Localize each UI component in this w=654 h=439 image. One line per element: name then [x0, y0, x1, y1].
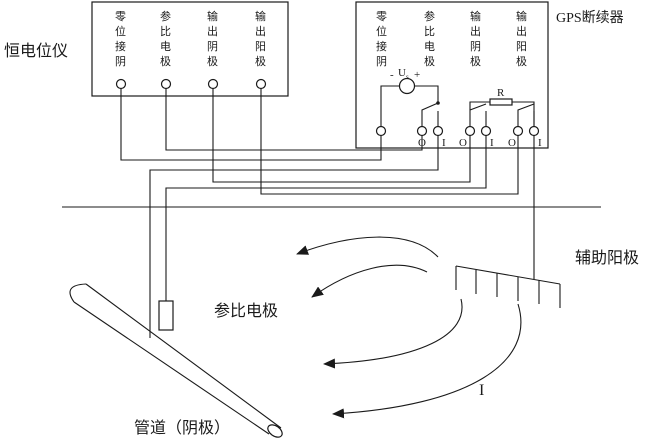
interrupter-col4-char2: 出: [516, 24, 527, 38]
pipe-lower-edge: [73, 301, 270, 435]
auxiliary-anode: 辅助阳极: [455, 248, 639, 308]
terminal-oi-labels: O I O I O I: [418, 137, 542, 149]
terminal-label-5: O: [508, 137, 516, 149]
potentiostat-col1-char1: 零: [115, 10, 126, 23]
terminal-label-4: I: [490, 137, 494, 149]
gps-interrupter: GPS断续器 零 位 接 阴 参 比 电 极 输 出 阴 极 输 出 阳 极 -…: [355, 1, 624, 149]
switch3-blade-icon: [517, 103, 535, 126]
potentiostat-col3-char4: 极: [207, 54, 218, 68]
pipe: 管道（阴极）: [69, 283, 283, 438]
source-left-wire: [380, 85, 400, 126]
resistor-icon: [489, 98, 513, 106]
interrupter-col2-char2: 比: [424, 25, 435, 38]
current-arrow-4: [332, 303, 522, 419]
potentiostat-box: [91, 1, 289, 97]
potentiostat-column-labels: 零 位 接 阴 参 比 电 极 输 出 阴 极 输 出 阳 极: [115, 9, 266, 68]
interrupter-col3-char3: 阴: [470, 40, 481, 53]
wire-reference-o: [165, 89, 423, 151]
switch1-blade-icon: [421, 102, 439, 126]
current-arrow-2: [311, 264, 428, 298]
interrupter-col1-char2: 位: [376, 24, 387, 38]
potentiostat: 恒电位仪 零 位 接 阴 参 比 电 极 输 出 阴 极 输 出 阳 极: [4, 1, 289, 97]
potentiostat-title: 恒电位仪: [4, 41, 68, 60]
interrupter-column-labels: 零 位 接 阴 参 比 电 极 输 出 阴 极 输 出 阳 极: [376, 9, 527, 68]
voltage-symbol: U: [398, 67, 406, 79]
interrupter-col3-char2: 出: [470, 24, 481, 38]
potentiostat-col4-char1: 输: [255, 9, 266, 23]
voltage-minus: -: [390, 69, 394, 81]
interrupter-terminal-zero: [375, 125, 387, 137]
potentiostat-col1-char3: 接: [115, 40, 126, 53]
interrupter-col4-char4: 极: [516, 54, 527, 68]
potentiostat-terminal-cathode: [207, 78, 219, 90]
switch2-blade-icon: [469, 103, 487, 126]
anode-rods: [455, 266, 561, 308]
reference-electrode-body: [158, 300, 174, 331]
interrupter-col3-char1: 输: [470, 9, 481, 23]
terminal-label-3: O: [459, 137, 467, 149]
interrupter-col1-char1: 零: [376, 10, 387, 23]
interrupter-terminal-anode-i: [528, 125, 540, 137]
voltage-subscript: s: [406, 73, 409, 81]
potentiostat-terminal-anode: [255, 78, 267, 90]
interrupter-box: [355, 1, 549, 149]
auxiliary-anode-label: 辅助阳极: [575, 248, 639, 267]
interrupter-col4-char1: 输: [516, 9, 527, 23]
potentiostat-terminal-zero: [115, 78, 127, 90]
interrupter-col2-char3: 电: [424, 40, 435, 53]
interrupter-title: GPS断续器: [556, 9, 624, 26]
potentiostat-col1-char4: 阴: [115, 55, 126, 68]
pipe-right-end: [267, 424, 283, 438]
wire-anode-o: [260, 89, 519, 195]
terminal-label-6: I: [538, 137, 542, 149]
reference-electrode: 参比电极: [158, 300, 278, 331]
source-right-wire: [414, 85, 439, 103]
current-arrows: I: [296, 236, 522, 419]
interrupter-col2-char4: 极: [424, 54, 435, 68]
resistor-label: R: [497, 87, 505, 99]
interrupter-col1-char4: 阴: [376, 55, 387, 68]
interrupter-terminal-ref-o: [416, 125, 428, 137]
interrupter-terminal-cath-i: [480, 125, 492, 137]
current-arrow-1: [296, 236, 439, 258]
current-arrow-3: [323, 298, 463, 369]
interrupter-terminals: [375, 125, 540, 137]
wire-cathode-o: [212, 89, 471, 183]
potentiostat-col3-char3: 阴: [207, 40, 218, 53]
pipe-label: 管道（阴极）: [134, 418, 230, 437]
pipe-left-end: [69, 283, 87, 303]
interrupter-terminal-ref-i: [432, 125, 444, 137]
potentiostat-col4-char2: 出: [255, 24, 266, 38]
interrupter-col3-char4: 极: [470, 54, 481, 68]
wire-to-pipe: [149, 136, 439, 338]
reference-electrode-label: 参比电极: [214, 301, 278, 320]
potentiostat-terminal-reference: [160, 78, 172, 90]
potentiostat-col4-char3: 阳: [255, 40, 266, 53]
interrupter-col4-char3: 阳: [516, 40, 527, 53]
interrupter-col2-char1: 参: [424, 9, 435, 23]
interrupter-terminal-anode-o: [512, 125, 524, 137]
anode-bar: [455, 265, 561, 285]
terminal-label-2: I: [442, 137, 446, 149]
pipe-upper-edge: [85, 283, 282, 429]
potentiostat-col2-char4: 极: [160, 54, 171, 68]
potentiostat-col3-char1: 输: [207, 9, 218, 23]
potentiostat-col4-char4: 极: [255, 54, 266, 68]
wire-to-reference-electrode: [165, 136, 487, 301]
current-label: I: [479, 382, 484, 399]
interrupter-terminal-cath-o: [464, 125, 476, 137]
potentiostat-col2-char1: 参: [160, 9, 171, 23]
potentiostat-terminals: [115, 78, 267, 90]
potentiostat-col2-char3: 电: [160, 40, 171, 53]
wire-zero: [120, 89, 382, 161]
potentiostat-col2-char2: 比: [160, 25, 171, 38]
resistor-left-wire: [469, 101, 490, 110]
interrupter-col1-char3: 接: [376, 40, 387, 53]
voltage-plus: +: [414, 69, 420, 81]
potentiostat-col1-char2: 位: [115, 24, 126, 38]
potentiostat-col3-char2: 出: [207, 24, 218, 38]
